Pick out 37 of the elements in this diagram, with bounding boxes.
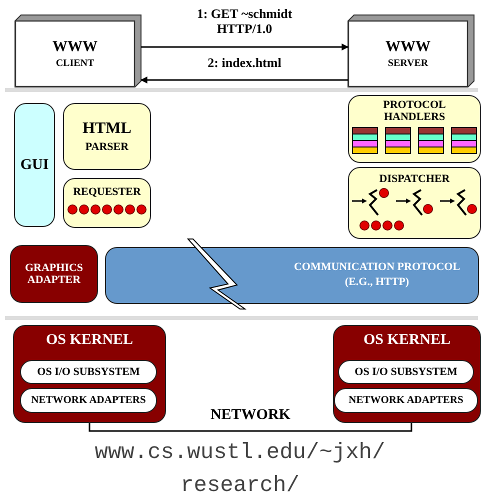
- box-title: WWW: [52, 38, 98, 56]
- box-title: OS I/O SUBSYSTEM: [36, 366, 141, 378]
- box-title: HTML: [82, 120, 132, 138]
- layer-pill: [20, 360, 157, 384]
- arrow: [140, 76, 348, 84]
- box-title: OS I/O SUBSYSTEM: [354, 366, 458, 378]
- box-subtitle: CLIENT: [54, 58, 96, 70]
- box-subtitle: SERVER: [386, 58, 430, 70]
- box-title: NETWORK ADAPTERS: [30, 394, 147, 406]
- box-subtitle: (E.G., HTTP): [344, 276, 410, 288]
- box-title: OS KERNEL: [44, 332, 134, 348]
- box-title: GUI: [20, 156, 49, 174]
- connector-line: [88, 423, 412, 432]
- component-box: [63, 103, 151, 170]
- component-box: [10, 245, 98, 303]
- url-text: www.cs.wustl.edu/~jxh/ research/: [94, 439, 386, 496]
- layer-pill: [334, 388, 478, 413]
- box-title: NETWORK ADAPTERS: [348, 394, 464, 406]
- panel-box: [14, 103, 55, 227]
- block-box: [15, 15, 141, 87]
- box-title: DISPATCHER: [378, 173, 451, 186]
- box-title: OS KERNEL: [362, 332, 452, 348]
- component-box: [348, 167, 481, 239]
- block-box: [348, 15, 474, 87]
- component-box: [13, 325, 166, 423]
- component-box: [348, 95, 481, 163]
- component-box: [63, 178, 151, 228]
- layer-pill: [338, 360, 474, 384]
- box-subtitle: PARSER: [84, 140, 130, 153]
- component-box: [333, 325, 481, 423]
- arrow: [141, 44, 349, 50]
- box-title: GRAPHICS ADAPTER: [24, 262, 84, 286]
- box-title: REQUESTER: [72, 186, 142, 198]
- box-title: WWW: [384, 38, 432, 56]
- box-title: COMMUNICATION PROTOCOL: [292, 261, 462, 274]
- layer-pill: [20, 388, 157, 413]
- box-title: PROTOCOL HANDLERS: [382, 99, 447, 124]
